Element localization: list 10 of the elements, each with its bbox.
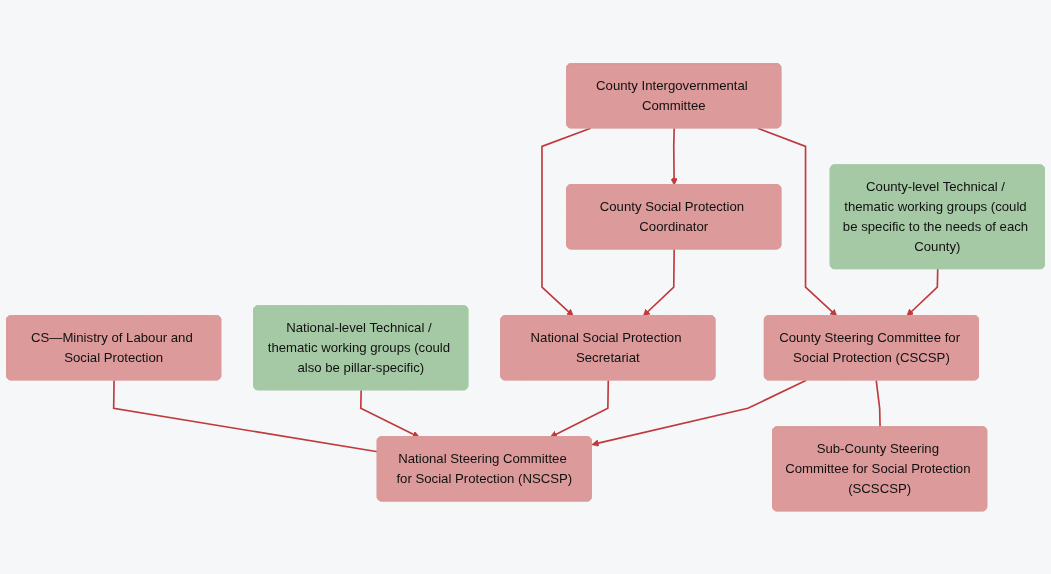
connector (112, 379, 379, 453)
connector (875, 379, 881, 428)
arrow (756, 127, 838, 317)
arrow (642, 248, 675, 317)
arrow (359, 389, 420, 438)
arrow (591, 379, 808, 447)
arrow (906, 268, 939, 317)
arrow (670, 127, 678, 186)
arrow (549, 379, 610, 438)
arrow (541, 127, 592, 317)
